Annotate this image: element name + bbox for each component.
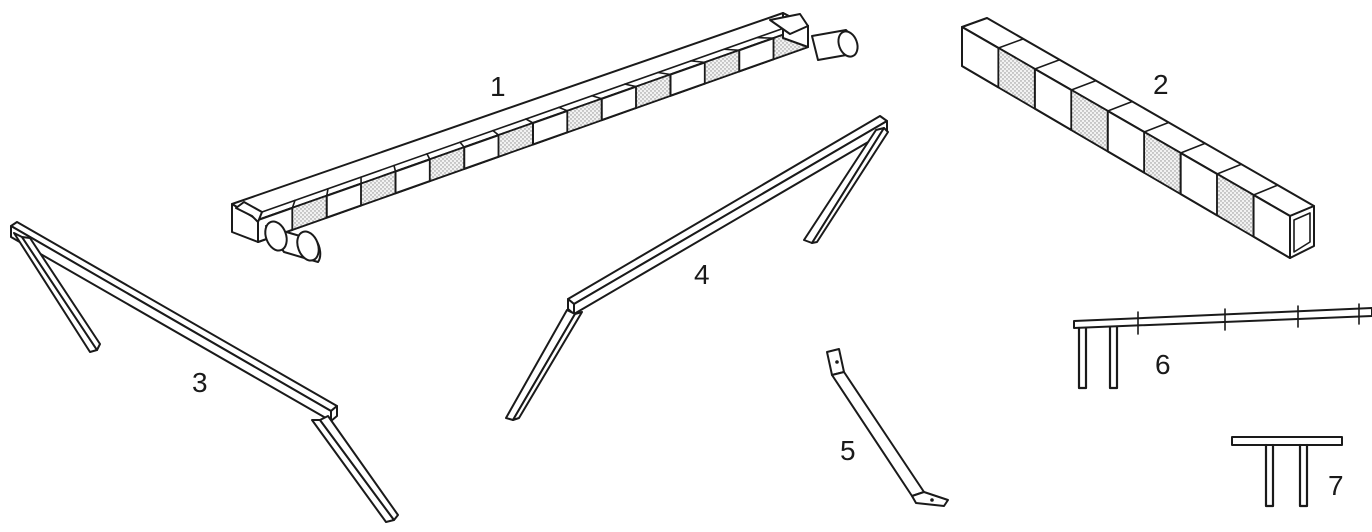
label-part-1: 1: [490, 71, 506, 102]
part-4-frame: [505, 115, 889, 421]
part-2-block-top-edge: [1252, 184, 1279, 196]
part-2-duct: [961, 17, 1315, 259]
part-2-block-top-edge: [961, 17, 988, 28]
part-1-block-top-edge: [591, 94, 603, 100]
label-part-3: 3: [192, 367, 208, 398]
part-1-blocks: [257, 24, 809, 243]
part-2-block-top-edge: [1143, 121, 1170, 133]
part-1-block-top-edge: [657, 71, 672, 76]
part-1-block-top-edge: [756, 36, 775, 39]
label-part-7: 7: [1328, 470, 1344, 501]
part-1-block-top-edge: [325, 187, 329, 197]
label-part-6: 6: [1155, 349, 1171, 380]
part-3-frame: [10, 221, 399, 523]
part-2-blocks: [961, 17, 1291, 259]
part-1-block-top-edge: [525, 118, 534, 124]
part-1-block-top-edge: [459, 141, 466, 149]
part-1-trough: [231, 12, 859, 263]
part-2-block: [1252, 194, 1291, 259]
part-6-side-view: [1073, 303, 1372, 390]
part-1-right-pipe: [811, 29, 859, 61]
part-1-block-top-edge: [723, 48, 741, 52]
part-2-block-top-edge: [1070, 79, 1097, 91]
part-1-block-top-edge: [558, 106, 569, 112]
part-2-block-top-edge: [1106, 100, 1134, 112]
part-1-block-top-edge: [291, 199, 296, 209]
part-2-block-top-edge: [997, 38, 1025, 49]
part-2-block-top-edge: [1216, 163, 1243, 175]
label-part-4: 4: [694, 259, 710, 290]
part-1-block-top-edge: [690, 60, 706, 64]
part-1-left-pipe: [264, 220, 322, 263]
label-part-2: 2: [1153, 69, 1169, 100]
part-2-block-top-edge: [1034, 58, 1061, 70]
part-1-block-top-edge: [393, 164, 397, 173]
part-7-end-view: [1231, 436, 1343, 508]
part-1-block-top-edge: [426, 153, 431, 161]
part-1-block-top-edge: [624, 83, 637, 88]
part-1-block-top-edge: [492, 129, 500, 136]
part-5-bracket: [826, 348, 949, 507]
part-2-block-top-edge: [1179, 142, 1206, 154]
label-part-5: 5: [840, 435, 856, 466]
